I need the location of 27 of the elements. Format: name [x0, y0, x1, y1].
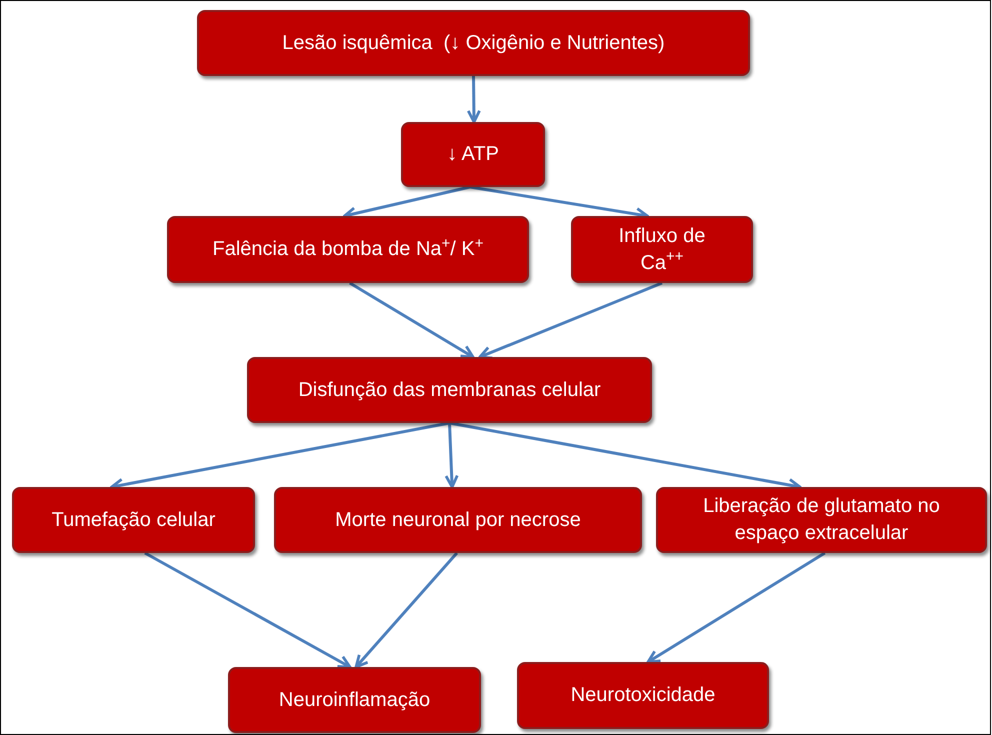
box-label: Neurotoxicidade	[570, 683, 716, 708]
box-label: Liberação de glutamato no espaço extracelular	[702, 494, 941, 546]
box-label: Falência da bomba de Na$^{+}$/ K$^{+}$	[212, 236, 484, 262]
box-label: ↓ ATP	[447, 142, 499, 167]
arrow	[444, 422, 459, 488]
process-box	[401, 122, 545, 187]
process-box	[228, 667, 481, 733]
arrow	[478, 282, 663, 360]
arrow	[466, 76, 481, 124]
arrow	[354, 552, 458, 668]
process-box	[197, 10, 750, 76]
arrow	[349, 282, 474, 358]
process-box	[517, 662, 769, 729]
process-box	[12, 487, 255, 553]
box-label: Morte neuronal por necrose	[335, 508, 581, 532]
process-box	[571, 216, 753, 283]
process-box	[274, 487, 642, 553]
box-label: Lesão isquêmica (↓ Oxigênio e Nutrientes)	[282, 30, 665, 56]
box-label: Tumefação celular	[52, 508, 216, 532]
arrow	[144, 552, 352, 668]
box-label: Influxo de Ca$^{++}$	[618, 224, 706, 276]
process-box	[656, 487, 987, 553]
box-label: Neuroinflamação	[278, 688, 430, 712]
arrow	[646, 552, 826, 664]
process-box	[247, 357, 652, 423]
process-box	[167, 216, 529, 283]
box-label: Disfunção das membranas celular	[298, 378, 601, 402]
